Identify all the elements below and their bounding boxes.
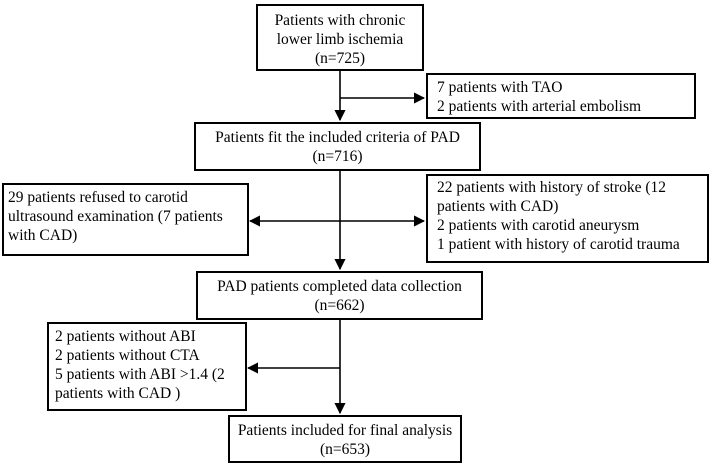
box-line: 29 patients refused to carotid (8, 189, 188, 206)
box-line: patients with CAD ) (55, 385, 181, 402)
box-line: 2 patients with arterial embolism (437, 98, 642, 115)
box-line: 22 patients with history of stroke (12 (437, 179, 667, 196)
box-line: 1 patient with history of carotid trauma (437, 236, 680, 253)
box-line: ultrasound examination (7 patients (8, 208, 223, 225)
box-line: 7 patients with TAO (437, 79, 563, 96)
box-line: 5 patients with ABI >1.4 (2 (55, 366, 225, 383)
box-exclusion-tao-embolism: 7 patients with TAO 2 patients with arte… (426, 73, 696, 119)
box-line: PAD patients completed data collection (217, 278, 462, 295)
box-line: 2 patients without CTA (55, 347, 200, 364)
box-line: 2 patients with carotid aneurysm (437, 217, 640, 234)
box-stroke-aneurysm-trauma: 22 patients with history of stroke (12 p… (426, 174, 709, 263)
box-line: Patients included for final analysis (237, 422, 453, 439)
box-line: Patients with chronic (274, 12, 406, 29)
box-data-collection: PAD patients completed data collection (… (196, 271, 483, 320)
box-exclusion-abi-cta: 2 patients without ABI 2 patients withou… (47, 322, 247, 411)
box-line: (n=653) (319, 441, 371, 458)
box-line: (n=662) (314, 297, 365, 314)
box-line: lower limb ischemia (276, 31, 404, 48)
box-final-analysis: Patients included for final analysis (n=… (228, 415, 462, 463)
box-line: patients with CAD) (437, 198, 559, 215)
box-line: (n=716) (312, 148, 363, 165)
box-line: (n=725) (314, 50, 366, 67)
box-fit-criteria: Patients fit the included criteria of PA… (194, 122, 481, 171)
box-line: 2 patients without ABI (55, 328, 196, 345)
box-refused-ultrasound: 29 patients refused to carotid ultrasoun… (2, 183, 249, 256)
box-line: Patients fit the included criteria of PA… (215, 129, 460, 146)
box-line: with CAD) (8, 227, 78, 244)
box-chronic-ischemia: Patients with chronic lower limb ischemi… (256, 4, 424, 71)
